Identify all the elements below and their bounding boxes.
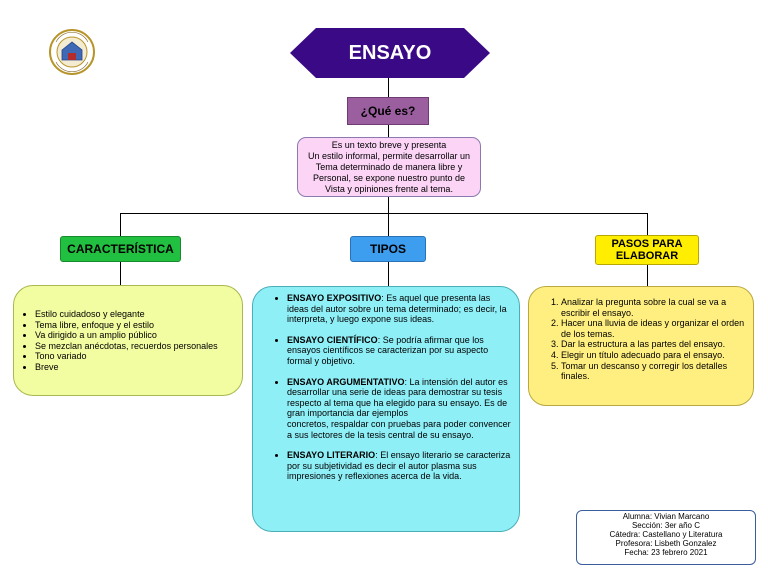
tipos-box: ENSAYO EXPOSITIVO: Es aquel que presenta… [252,286,520,532]
list-item: Tono variado [35,351,218,362]
list-item: Tema libre, enfoque y el estilo [35,320,218,331]
caracteristica-list: Estilo cuidadoso y elegante Tema libre, … [18,309,218,372]
tipo-text: : Es aquel que presenta las ideas del au… [287,293,507,325]
school-logo [49,29,95,75]
title-hexagon [290,28,490,78]
definition-line: Vista y opiniones frente al tema. [325,183,453,194]
page-title: ENSAYO [348,41,432,64]
question-box: ¿Qué es? [347,97,429,125]
connector-que-def [388,125,389,137]
connector-tipos-box [388,262,389,286]
connector-pasos-box [647,265,648,286]
tipo-item: ENSAYO LITERARIO: El ensayo literario se… [287,450,511,482]
list-item: Estilo cuidadoso y elegante [35,309,218,320]
list-item: Dar la estructura a las partes del ensay… [561,339,747,350]
list-item: Va dirigido a un amplio público [35,330,218,341]
definition-line: Tema determinado de manera libre y [315,161,463,172]
connector-caracteristica-box [120,262,121,285]
connector-bar-caracteristica [120,213,121,236]
tipo-item: ENSAYO CIENTÍFICO: Se podría afirmar que… [287,335,511,367]
tipo-name: ENSAYO CIENTÍFICO [287,334,378,345]
credit-line: Profesora: Lisbeth Gonzalez [615,538,717,548]
tipo-text: : La intensión del autor es desarrollar … [287,376,508,419]
list-item: Se mezclan anécdotas, recuerdos personal… [35,341,218,352]
tipo-name: ENSAYO ARGUMENTATIVO [287,376,405,387]
tipo-item: ENSAYO EXPOSITIVO: Es aquel que presenta… [287,293,511,325]
credit-line: Alumna: Vivian Marcano [622,512,710,521]
definition-line: Personal, se expone nuestro punto de [312,172,466,183]
tipo-name: ENSAYO EXPOSITIVO [287,293,382,303]
definition-box: Es un texto breve y presenta Un estilo i… [297,137,481,197]
connector-bar-pasos [647,213,648,235]
pasos-box: Analizar la pregunta sobre la cual se va… [528,286,754,406]
credit-line: Fecha: 23 febrero 2021 [624,547,708,557]
tipos-header: TIPOS [350,236,426,262]
connector-horizontal-bar [120,213,648,214]
title-hexagon-shape [290,28,490,78]
tipo-name: ENSAYO LITERARIO [287,450,376,461]
caracteristica-box: Estilo cuidadoso y elegante Tema libre, … [13,285,243,396]
tipo-text-continued: concretos, respaldar con pruebas para po… [287,418,511,440]
tipo-text: : El ensayo literario se caracteriza por… [287,450,511,482]
tipo-item: ENSAYO ARGUMENTATIVO: La intensión del a… [287,377,511,441]
credit-line: Sección: 3er año C [631,520,701,530]
credits-box: Alumna: Vivian Marcano Sección: 3er año … [576,510,756,565]
pasos-list: Analizar la pregunta sobre la cual se va… [533,297,747,382]
tipo-text: : Se podría afirmar que los ensayos cien… [287,334,489,366]
caracteristica-header: CARACTERÍSTICA [60,236,181,262]
list-item: Elegir un título adecuado para el ensayo… [561,350,747,361]
list-item: Tomar un descanso y corregir los detalle… [561,361,747,382]
definition-line: Un estilo informal, permite desarrollar … [307,150,471,161]
connector-def-bar [388,197,389,214]
connector-bar-tipos [388,213,389,236]
list-item: Breve [35,362,218,373]
list-item: Analizar la pregunta sobre la cual se va… [561,297,747,318]
pasos-header: PASOS PARA ELABORAR [595,235,699,265]
tipos-list: ENSAYO EXPOSITIVO: Es aquel que presenta… [263,293,511,482]
connector-title-que [388,78,389,97]
credit-line: Cátedra: Castellano y Literatura [609,529,723,539]
list-item: Hacer una lluvia de ideas y organizar el… [561,318,747,339]
definition-line: Es un texto breve y presenta [331,139,447,150]
